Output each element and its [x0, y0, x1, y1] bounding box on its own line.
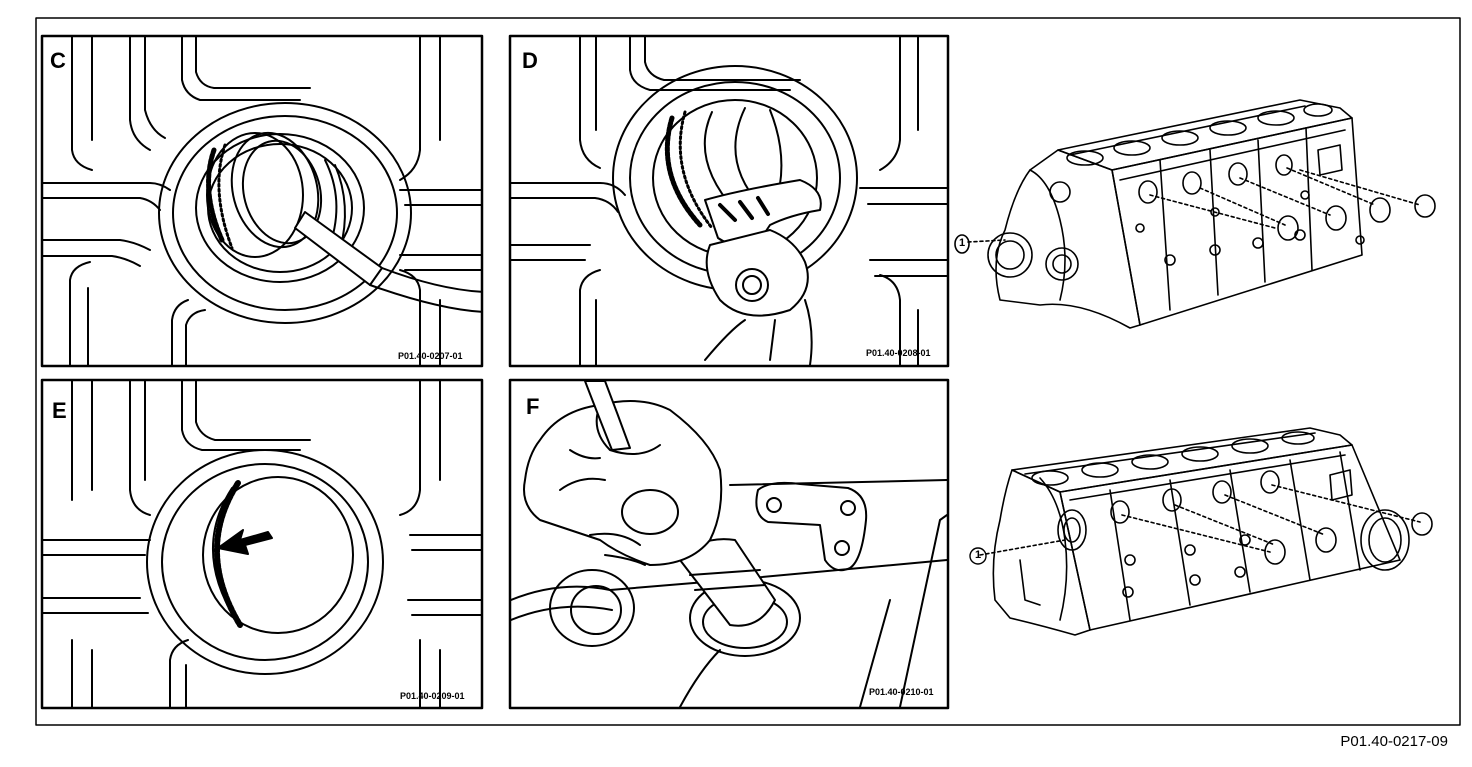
panel-c: [40, 34, 484, 368]
panel-c-code: P01.40-0207-01: [398, 351, 463, 361]
callout-upper-label: 1: [959, 237, 966, 249]
panel-e: [40, 378, 484, 710]
engine-block-upper: [954, 99, 1436, 329]
panel-d: [508, 34, 950, 368]
panel-e-letter: E: [52, 398, 67, 423]
panel-f-letter: F: [526, 394, 540, 419]
panel-e-code: P01.40-0209-01: [400, 691, 465, 701]
panel-f-code: P01.40-0210-01: [869, 687, 934, 697]
figure-reference: P01.40-0217-09: [1340, 733, 1448, 750]
callout-circle-lower: [969, 547, 987, 565]
panel-d-letter: D: [522, 48, 538, 73]
panel-c-letter: C: [50, 48, 66, 73]
engine-block-lower: [979, 427, 1433, 636]
panel-d-code: P01.40-0208-01: [866, 348, 931, 358]
outer-frame: [35, 17, 1461, 726]
callout-lower-label: 1: [975, 549, 982, 561]
panel-f: [508, 378, 950, 710]
